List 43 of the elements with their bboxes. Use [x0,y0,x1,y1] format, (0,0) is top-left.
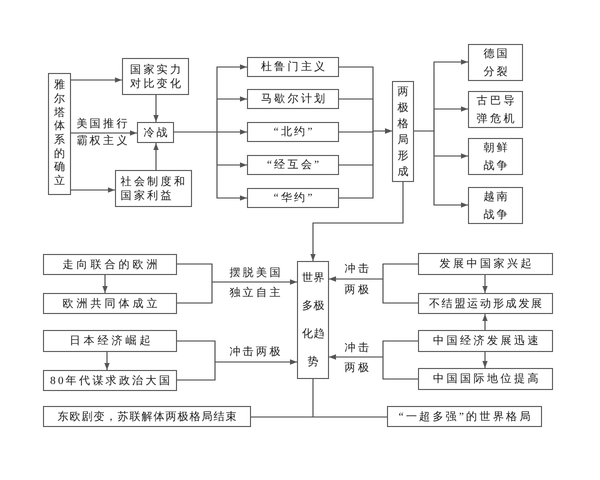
arrow [482,352,488,368]
concept-box: 两极格局形成 [392,81,414,182]
arrow [482,314,488,330]
connector-line [251,416,387,418]
concept-box: 日本经济崛起 [43,330,177,352]
arrow [102,275,108,293]
concept-box: 走向联合的欧洲 [43,254,177,275]
concept-box: 雅尔塔体系的确立 [48,73,71,195]
arrow [104,352,110,370]
concept-box: “华约” [247,188,339,208]
concept-box: 古巴导弹危机 [468,91,523,128]
concept-box: 越南战争 [468,187,523,224]
concept-box: 欧洲共同体成立 [43,293,177,314]
concept-box: “一超多强”的世界格局 [387,406,542,427]
arrow [177,279,297,304]
concept-box: 马歇尔计划 [247,89,339,109]
arrow [329,276,418,304]
concept-box: 朝鲜战争 [468,138,523,175]
concept-box: 社会制度和国家利益 [115,170,192,207]
arrow [71,187,115,193]
concept-box: “北约” [247,122,339,142]
arrow [153,95,159,122]
arrow [339,128,392,199]
concept-box: 中国国际地位提高 [418,368,553,390]
arrow [310,182,404,261]
concept-box: 东欧剧变，苏联解体两极格局结束 [43,406,251,427]
arrow [482,275,488,293]
arrow [329,354,418,380]
arrow [153,143,159,170]
concept-box: 杜鲁门主义 [247,57,339,77]
arrow [71,130,137,136]
concept-box: 世界多极化趋势 [297,261,329,379]
arrow [414,130,468,208]
concept-box: 国家实力对比变化 [122,58,189,95]
arrow [71,77,122,83]
concept-box: 德国分裂 [468,44,523,81]
arrow [177,359,297,381]
concept-box: 中国经济发展迅速 [418,330,553,352]
concept-box: “经互会” [247,155,339,175]
concept-box: 冷战 [137,122,174,143]
concept-box: 80年代谋求政治大国 [43,370,177,391]
concept-box: 不结盟运动形成发展 [418,293,553,314]
concept-box: 发展中国家兴起 [418,253,553,275]
